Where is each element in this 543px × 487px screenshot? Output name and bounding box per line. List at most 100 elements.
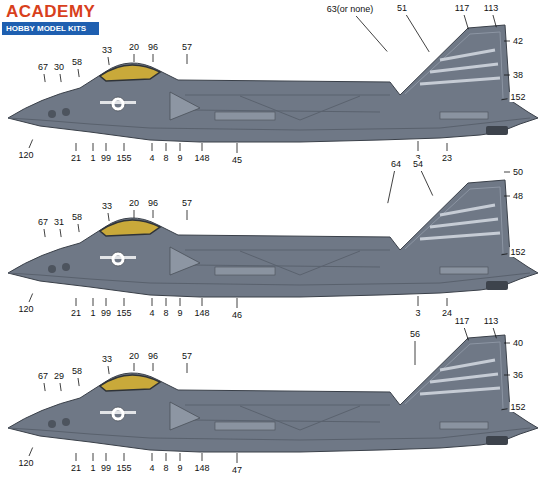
leader-line xyxy=(421,171,432,196)
leader-line xyxy=(187,54,188,64)
callout-number: 117 xyxy=(454,3,470,13)
leader-line xyxy=(93,298,94,306)
callout-number: 67 xyxy=(37,62,49,72)
callout-number: 33 xyxy=(101,354,113,364)
callout-number: 64 xyxy=(390,159,402,169)
leader-line xyxy=(78,69,79,77)
callout-number: 120 xyxy=(17,304,34,314)
callout-number: 33 xyxy=(101,45,113,55)
callout-number: 20 xyxy=(128,198,140,208)
leader-line xyxy=(44,229,45,237)
callout-number: 148 xyxy=(193,153,210,163)
callout-number: 24 xyxy=(441,308,453,318)
callout-number: 38 xyxy=(512,70,524,80)
leader-line xyxy=(501,254,507,255)
callout-number: 57 xyxy=(181,351,193,361)
callout-number: 8 xyxy=(162,308,169,318)
leader-line xyxy=(166,298,167,306)
callout-number: 47 xyxy=(231,465,243,475)
leader-line xyxy=(152,453,153,461)
leader-line xyxy=(108,213,109,221)
callout-number: 67 xyxy=(37,217,49,227)
callout-number: 152 xyxy=(509,92,526,102)
callout-number: 20 xyxy=(128,351,140,361)
callout-number: 58 xyxy=(71,57,83,67)
leader-line xyxy=(76,453,77,461)
leader-line xyxy=(166,453,167,461)
f35-side-view xyxy=(8,180,538,297)
callout-number: 23 xyxy=(441,153,453,163)
leader-line xyxy=(134,210,135,218)
leader-line xyxy=(187,210,188,220)
callout-number: 63(or none) xyxy=(326,4,375,14)
leader-line xyxy=(464,328,468,340)
leader-line xyxy=(180,453,181,461)
callout-number: 4 xyxy=(148,463,155,473)
leader-line xyxy=(504,375,510,376)
callout-number: 42 xyxy=(512,36,524,46)
callout-number: 96 xyxy=(147,198,159,208)
leader-line xyxy=(166,143,167,151)
callout-number: 96 xyxy=(147,351,159,361)
leader-line xyxy=(237,143,238,153)
callout-number: 4 xyxy=(148,153,155,163)
leader-line xyxy=(152,298,153,306)
callout-number: 9 xyxy=(176,153,183,163)
leader-line xyxy=(388,171,395,203)
leader-line xyxy=(153,54,154,62)
callout-number: 113 xyxy=(483,3,499,13)
brand-tagline: HOBBY MODEL KITS xyxy=(2,22,99,35)
leader-line xyxy=(152,143,153,151)
callout-number: 21 xyxy=(70,463,82,473)
leader-line xyxy=(504,343,510,344)
callout-number: 8 xyxy=(162,463,169,473)
leader-line xyxy=(44,74,45,82)
callout-number: 117 xyxy=(454,316,470,326)
leader-line xyxy=(134,363,135,371)
leader-line xyxy=(106,143,107,151)
callout-number: 51 xyxy=(396,3,408,13)
leader-line xyxy=(493,328,496,338)
leader-line xyxy=(29,140,33,148)
leader-line xyxy=(76,298,77,306)
callout-number: 9 xyxy=(176,308,183,318)
callout-number: 21 xyxy=(70,153,82,163)
callout-number: 1 xyxy=(89,153,96,163)
callout-number: 57 xyxy=(181,198,193,208)
callout-number: 9 xyxy=(176,463,183,473)
leader-line xyxy=(202,298,203,306)
leader-line xyxy=(493,15,496,27)
callout-number: 3 xyxy=(414,308,421,318)
leader-line xyxy=(108,57,109,65)
callout-number: 120 xyxy=(17,458,34,468)
callout-number: 46 xyxy=(231,310,243,320)
leader-line xyxy=(124,143,125,151)
callout-number: 50 xyxy=(512,167,524,177)
leader-line xyxy=(60,383,61,391)
callout-number: 148 xyxy=(193,308,210,318)
leader-line xyxy=(202,453,203,461)
leader-line xyxy=(504,75,510,76)
leader-line xyxy=(60,229,61,237)
callout-number: 30 xyxy=(53,62,65,72)
f35-side-view xyxy=(8,25,538,142)
callout-number: 40 xyxy=(512,338,524,348)
leader-line xyxy=(406,15,429,52)
leader-line xyxy=(501,99,507,100)
callout-number: 4 xyxy=(148,308,155,318)
leader-line xyxy=(29,448,33,456)
leader-line xyxy=(504,172,510,173)
callout-number: 120 xyxy=(17,150,34,160)
callout-number: 67 xyxy=(37,371,49,381)
leader-line xyxy=(106,298,107,306)
callout-number: 155 xyxy=(115,463,132,473)
leader-line xyxy=(237,298,238,308)
callout-number: 29 xyxy=(53,371,65,381)
callout-number: 148 xyxy=(193,463,210,473)
callout-number: 45 xyxy=(231,155,243,165)
leader-line xyxy=(78,378,79,386)
leader-line xyxy=(237,453,238,463)
leader-line xyxy=(124,453,125,461)
